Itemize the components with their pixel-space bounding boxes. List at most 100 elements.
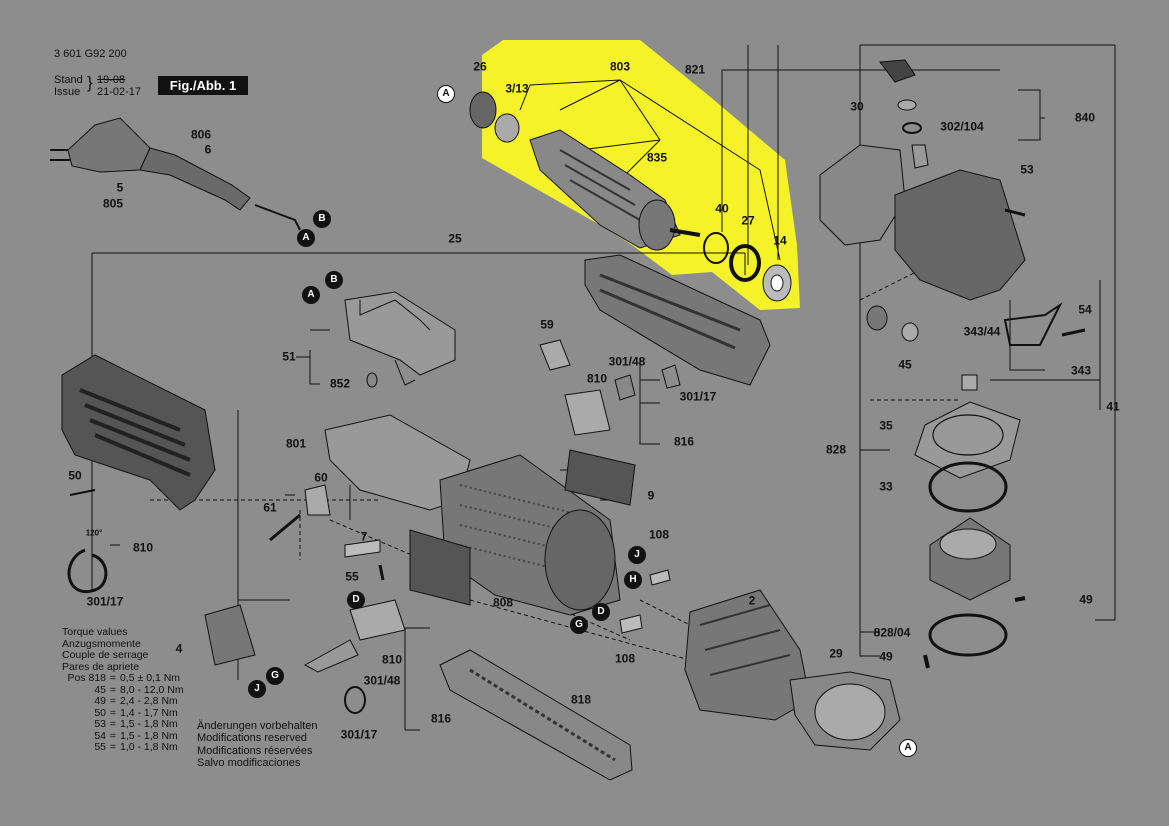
- torque-eq: =: [109, 718, 117, 730]
- connector-badge-g-low: G: [266, 667, 284, 685]
- part-label-835: 835: [646, 150, 668, 165]
- brace-glyph: }: [87, 73, 93, 92]
- part-label-3-13: 3/13: [505, 81, 529, 96]
- torque-title-fr: Couple de serrage: [62, 649, 149, 661]
- part-label-6: 6: [204, 142, 212, 157]
- part-label-5: 5: [116, 180, 124, 195]
- part-label-821: 821: [684, 62, 706, 77]
- part-label-301-17-bottom: 301/17: [340, 727, 378, 742]
- torque-key: 49: [94, 695, 106, 707]
- part-label-343-44: 343/44: [963, 324, 1001, 339]
- part-label-852: 852: [329, 376, 351, 391]
- connector-badge-a-bottom: A: [899, 739, 917, 757]
- part-label-301-17-left: 301/17: [86, 594, 124, 609]
- part-label-301-17-top: 301/17: [679, 389, 717, 404]
- connector-badge-a-switch: A: [302, 286, 320, 304]
- modification-notice: Änderungen vorbehalten Modifications res…: [197, 720, 317, 769]
- part-label-9: 9: [647, 488, 655, 503]
- torque-value: 1,0 - 1,8 Nm: [120, 741, 178, 753]
- part-label-810-bottom: 810: [381, 652, 403, 667]
- connector-badge-b-cord: B: [313, 210, 331, 228]
- torque-title-de: Anzugsmomente: [62, 637, 141, 650]
- part-label-2: 2: [748, 593, 756, 608]
- torque-values-table: Torque values Anzugsmomente Couple de se…: [62, 626, 184, 754]
- part-label-108-bottom: 108: [614, 651, 636, 666]
- connector-badge-b-switch: B: [325, 271, 343, 289]
- part-label-803: 803: [609, 59, 631, 74]
- part-label-53: 53: [1020, 162, 1034, 177]
- angle-label: 120°: [85, 528, 103, 538]
- part-label-808: 808: [492, 595, 514, 610]
- part-label-816-bottom: 816: [430, 711, 452, 726]
- notice-en: Modifications reserved: [197, 732, 308, 745]
- torque-row: 49=2,4 - 2,8 Nm: [62, 695, 184, 708]
- part-label-60: 60: [314, 470, 328, 485]
- part-label-26: 26: [473, 59, 487, 74]
- torque-title-en: Torque values: [62, 626, 128, 638]
- notice-fr: Modifications réservées: [197, 744, 313, 757]
- armature-highlight: [482, 40, 800, 310]
- part-label-59: 59: [540, 317, 554, 332]
- torque-eq: =: [109, 683, 117, 696]
- torque-value: 8,0 - 12,0 Nm: [120, 683, 184, 696]
- document-number: 3 601 G92 200: [54, 48, 127, 60]
- torque-key: 45: [94, 683, 106, 696]
- part-label-25: 25: [448, 231, 462, 246]
- notice-es: Salvo modificaciones: [197, 756, 301, 769]
- torque-row: 45=8,0 - 12,0 Nm: [62, 683, 184, 697]
- part-label-14: 14: [773, 233, 787, 248]
- torque-eq: =: [109, 672, 117, 684]
- part-label-343: 343: [1070, 363, 1092, 378]
- torque-value: 1,4 - 1,7 Nm: [120, 706, 178, 719]
- torque-eq: =: [109, 706, 117, 719]
- part-label-301-48-bottom: 301/48: [363, 673, 401, 688]
- notice-de: Änderungen vorbehalten: [197, 720, 318, 732]
- part-label-50: 50: [68, 468, 82, 483]
- part-label-35: 35: [879, 418, 893, 433]
- part-label-818: 818: [570, 692, 592, 707]
- part-label-54: 54: [1078, 302, 1092, 317]
- part-label-49-right: 49: [1079, 592, 1093, 607]
- part-label-810-top: 810: [586, 371, 608, 386]
- torque-row: 54=1,5 - 1,8 Nm: [62, 729, 184, 743]
- torque-title-es: Pares de apriete: [62, 660, 140, 673]
- torque-row: 50=1,4 - 1,7 Nm: [62, 706, 184, 720]
- part-label-810-left: 810: [132, 540, 154, 555]
- torque-value: 2,4 - 2,8 Nm: [120, 695, 178, 707]
- torque-key: Pos 818: [67, 672, 106, 684]
- connector-badge-h: H: [624, 571, 642, 589]
- part-label-45: 45: [898, 357, 912, 372]
- torque-row: 55=1,0 - 1,8 Nm: [62, 741, 184, 754]
- part-label-828-04: 828/04: [873, 625, 911, 640]
- issue-date: 21-02-17: [97, 86, 142, 98]
- torque-key: 55: [94, 741, 106, 753]
- connector-badge-j-top: J: [628, 546, 646, 564]
- part-label-806: 806: [190, 127, 212, 142]
- torque-eq: =: [109, 695, 117, 707]
- torque-row: Pos 818=0,5 ± 0,1 Nm: [62, 672, 184, 685]
- torque-eq: =: [109, 741, 117, 753]
- part-label-49-bottom: 49: [879, 649, 893, 664]
- part-label-805: 805: [102, 196, 124, 211]
- part-label-816-top: 816: [673, 434, 695, 449]
- connector-badge-a-top: A: [437, 85, 455, 103]
- torque-value: 1,5 - 1,8 Nm: [120, 729, 178, 742]
- torque-key: 54: [94, 729, 106, 742]
- part-label-828: 828: [825, 442, 847, 457]
- part-label-40: 40: [715, 201, 729, 216]
- part-label-4: 4: [175, 641, 183, 656]
- stand-label: Stand: [54, 74, 83, 86]
- connector-badge-j-low: J: [248, 680, 266, 698]
- part-label-302-104: 302/104: [940, 119, 984, 134]
- part-label-108-top: 108: [648, 527, 670, 542]
- part-label-55: 55: [345, 569, 359, 584]
- part-label-33: 33: [879, 479, 893, 494]
- torque-row: 53=1,5 - 1,8 Nm: [62, 718, 184, 731]
- connector-badge-d-low: D: [347, 591, 365, 609]
- part-label-301-48-top: 301/48: [608, 354, 646, 369]
- torque-eq: =: [109, 729, 117, 742]
- part-label-27: 27: [741, 213, 755, 228]
- part-label-30: 30: [850, 99, 864, 114]
